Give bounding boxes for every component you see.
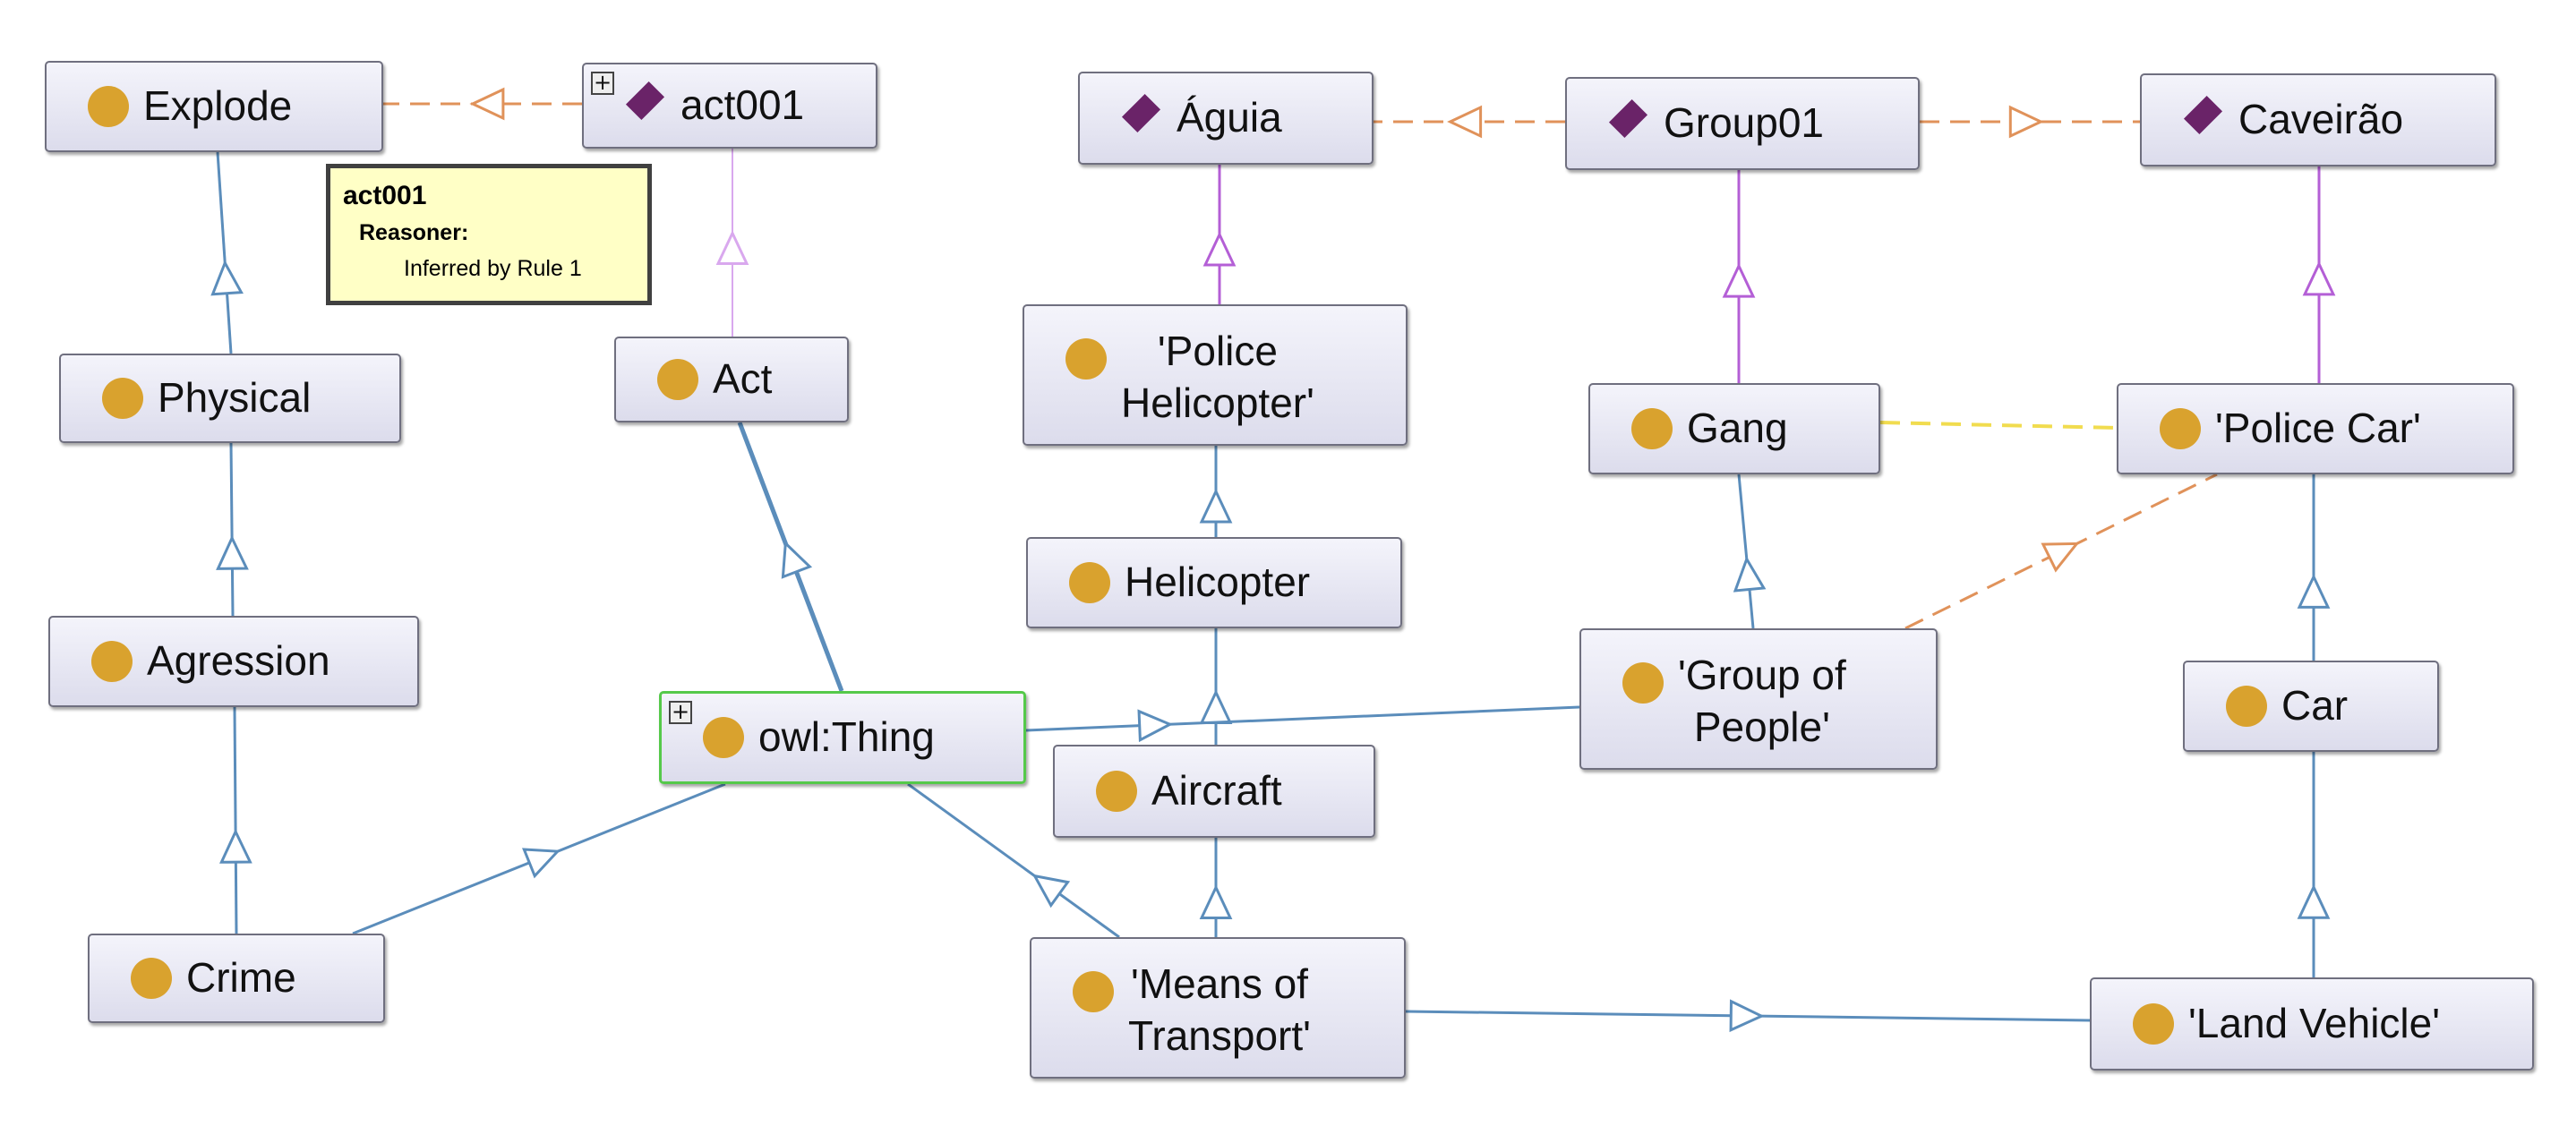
node-label: Águia xyxy=(1177,94,1282,141)
node-label: Group01 xyxy=(1664,99,1825,147)
node-label-line: Helicopter' xyxy=(1121,379,1314,426)
class-node-aircraft[interactable]: Aircraft xyxy=(1053,745,1375,838)
node-label-line: Transport' xyxy=(1128,1011,1311,1059)
tooltip-inference: Inferred by Rule 1 xyxy=(404,256,582,281)
edge-means-landvehicle xyxy=(1405,999,2091,1033)
node-label: Crime xyxy=(186,954,296,1002)
individual-node-act001[interactable]: + act001 xyxy=(582,63,877,149)
edge-landvehicle-car xyxy=(2297,752,2331,977)
node-label: 'Group of People' xyxy=(1678,650,1846,753)
node-label: Act xyxy=(713,355,773,403)
class-circle-icon xyxy=(2160,408,2201,449)
node-label: owl:Thing xyxy=(758,713,935,761)
node-label: Agression xyxy=(147,637,330,685)
edge-policeheli-aguia xyxy=(1202,165,1237,304)
class-node-police-helicopter[interactable]: 'Police Helicopter' xyxy=(1023,304,1408,446)
edge-groupofpeople-gang xyxy=(1733,473,1767,629)
node-label-line: 'Group of xyxy=(1678,652,1846,698)
class-circle-icon xyxy=(1069,562,1110,603)
individual-diamond-icon xyxy=(1608,98,1648,139)
class-circle-icon xyxy=(2226,686,2267,727)
node-label: Gang xyxy=(1687,405,1788,452)
edge-car-policecar xyxy=(2297,474,2331,661)
tooltip-title: act001 xyxy=(343,181,427,210)
expand-plus-icon[interactable]: + xyxy=(591,72,614,95)
class-node-car[interactable]: Car xyxy=(2183,661,2439,752)
node-label: Explode xyxy=(143,82,293,130)
class-node-land-vehicle[interactable]: 'Land Vehicle' xyxy=(2090,977,2534,1071)
class-node-physical[interactable]: Physical xyxy=(59,354,401,443)
edge-agression-physical xyxy=(216,442,249,617)
node-label: Car xyxy=(2281,682,2349,729)
inference-tooltip: act001 Reasoner: Inferred by Rule 1 xyxy=(326,164,652,305)
edge-gang-group01 xyxy=(1722,170,1756,383)
edge-owlthing-groupofpeople xyxy=(1025,705,1580,743)
node-label: Caveirão xyxy=(2238,96,2404,143)
node-label: 'Police Helicopter' xyxy=(1121,326,1314,429)
class-circle-icon xyxy=(2133,1003,2174,1045)
edge-policeheli-helicopter xyxy=(1199,446,1233,537)
expand-plus-icon[interactable]: + xyxy=(669,701,692,724)
edge-crime-owlthing xyxy=(352,782,726,935)
node-label-line: People' xyxy=(1693,703,1830,750)
edge-act001-act xyxy=(715,149,749,337)
node-label: Aircraft xyxy=(1151,767,1282,815)
class-circle-icon xyxy=(1622,662,1664,704)
class-node-agression[interactable]: Agression xyxy=(48,616,419,707)
class-node-explode[interactable]: Explode xyxy=(45,61,383,152)
node-label: Physical xyxy=(158,374,312,422)
individual-node-group01[interactable]: Group01 xyxy=(1565,77,1920,170)
class-circle-icon xyxy=(91,641,133,682)
edge-means-owlthing xyxy=(907,782,1120,939)
edge-helicopter-aircraft xyxy=(1199,628,1233,745)
class-node-gang[interactable]: Gang xyxy=(1588,383,1880,474)
edge-act001-explode xyxy=(383,87,582,121)
class-node-helicopter[interactable]: Helicopter xyxy=(1026,537,1402,628)
tooltip-reasoner-label: Reasoner: xyxy=(359,220,469,245)
class-circle-icon xyxy=(88,86,129,127)
individual-diamond-icon xyxy=(1121,93,1161,133)
node-label-line: 'Means of xyxy=(1130,960,1308,1007)
class-node-act[interactable]: Act xyxy=(614,337,849,422)
class-node-crime[interactable]: Crime xyxy=(88,934,385,1023)
class-node-group-of-people[interactable]: 'Group of People' xyxy=(1579,628,1938,770)
class-circle-icon xyxy=(1096,771,1137,812)
node-label: 'Police Car' xyxy=(2215,405,2421,452)
edge-crime-agression xyxy=(219,706,252,934)
edge-groupofpeople-policecar xyxy=(1904,473,2218,630)
edge-policecar-caveirao xyxy=(2302,166,2336,383)
edge-physical-explode xyxy=(210,151,244,354)
class-node-means-of-transport[interactable]: 'Means of Transport' xyxy=(1030,937,1406,1079)
class-circle-icon xyxy=(703,717,744,758)
class-node-owl-thing[interactable]: + owl:Thing xyxy=(659,691,1026,784)
individual-node-caveirao[interactable]: Caveirão xyxy=(2140,73,2496,166)
class-circle-icon xyxy=(1065,338,1107,380)
class-circle-icon xyxy=(102,378,143,419)
class-circle-icon xyxy=(1631,408,1673,449)
node-label: Helicopter xyxy=(1125,559,1311,606)
edge-group01-aguia xyxy=(1374,105,1565,139)
class-node-police-car[interactable]: 'Police Car' xyxy=(2117,383,2514,474)
node-label: 'Land Vehicle' xyxy=(2188,1000,2441,1047)
edge-owlthing-act xyxy=(737,422,844,692)
class-circle-icon xyxy=(657,359,698,400)
individual-node-aguia[interactable]: Águia xyxy=(1078,72,1374,165)
individual-diamond-icon xyxy=(2183,95,2223,135)
class-circle-icon xyxy=(1073,971,1114,1012)
edge-aircraft-means xyxy=(1199,838,1233,937)
edge-group01-caveirao xyxy=(1920,105,2140,139)
node-label: act001 xyxy=(680,81,805,129)
node-label-line: 'Police xyxy=(1157,328,1278,374)
node-label: 'Means of Transport' xyxy=(1128,959,1311,1062)
edge-gang-policecar xyxy=(1879,421,2118,430)
class-circle-icon xyxy=(131,958,172,999)
individual-diamond-icon xyxy=(625,81,665,121)
